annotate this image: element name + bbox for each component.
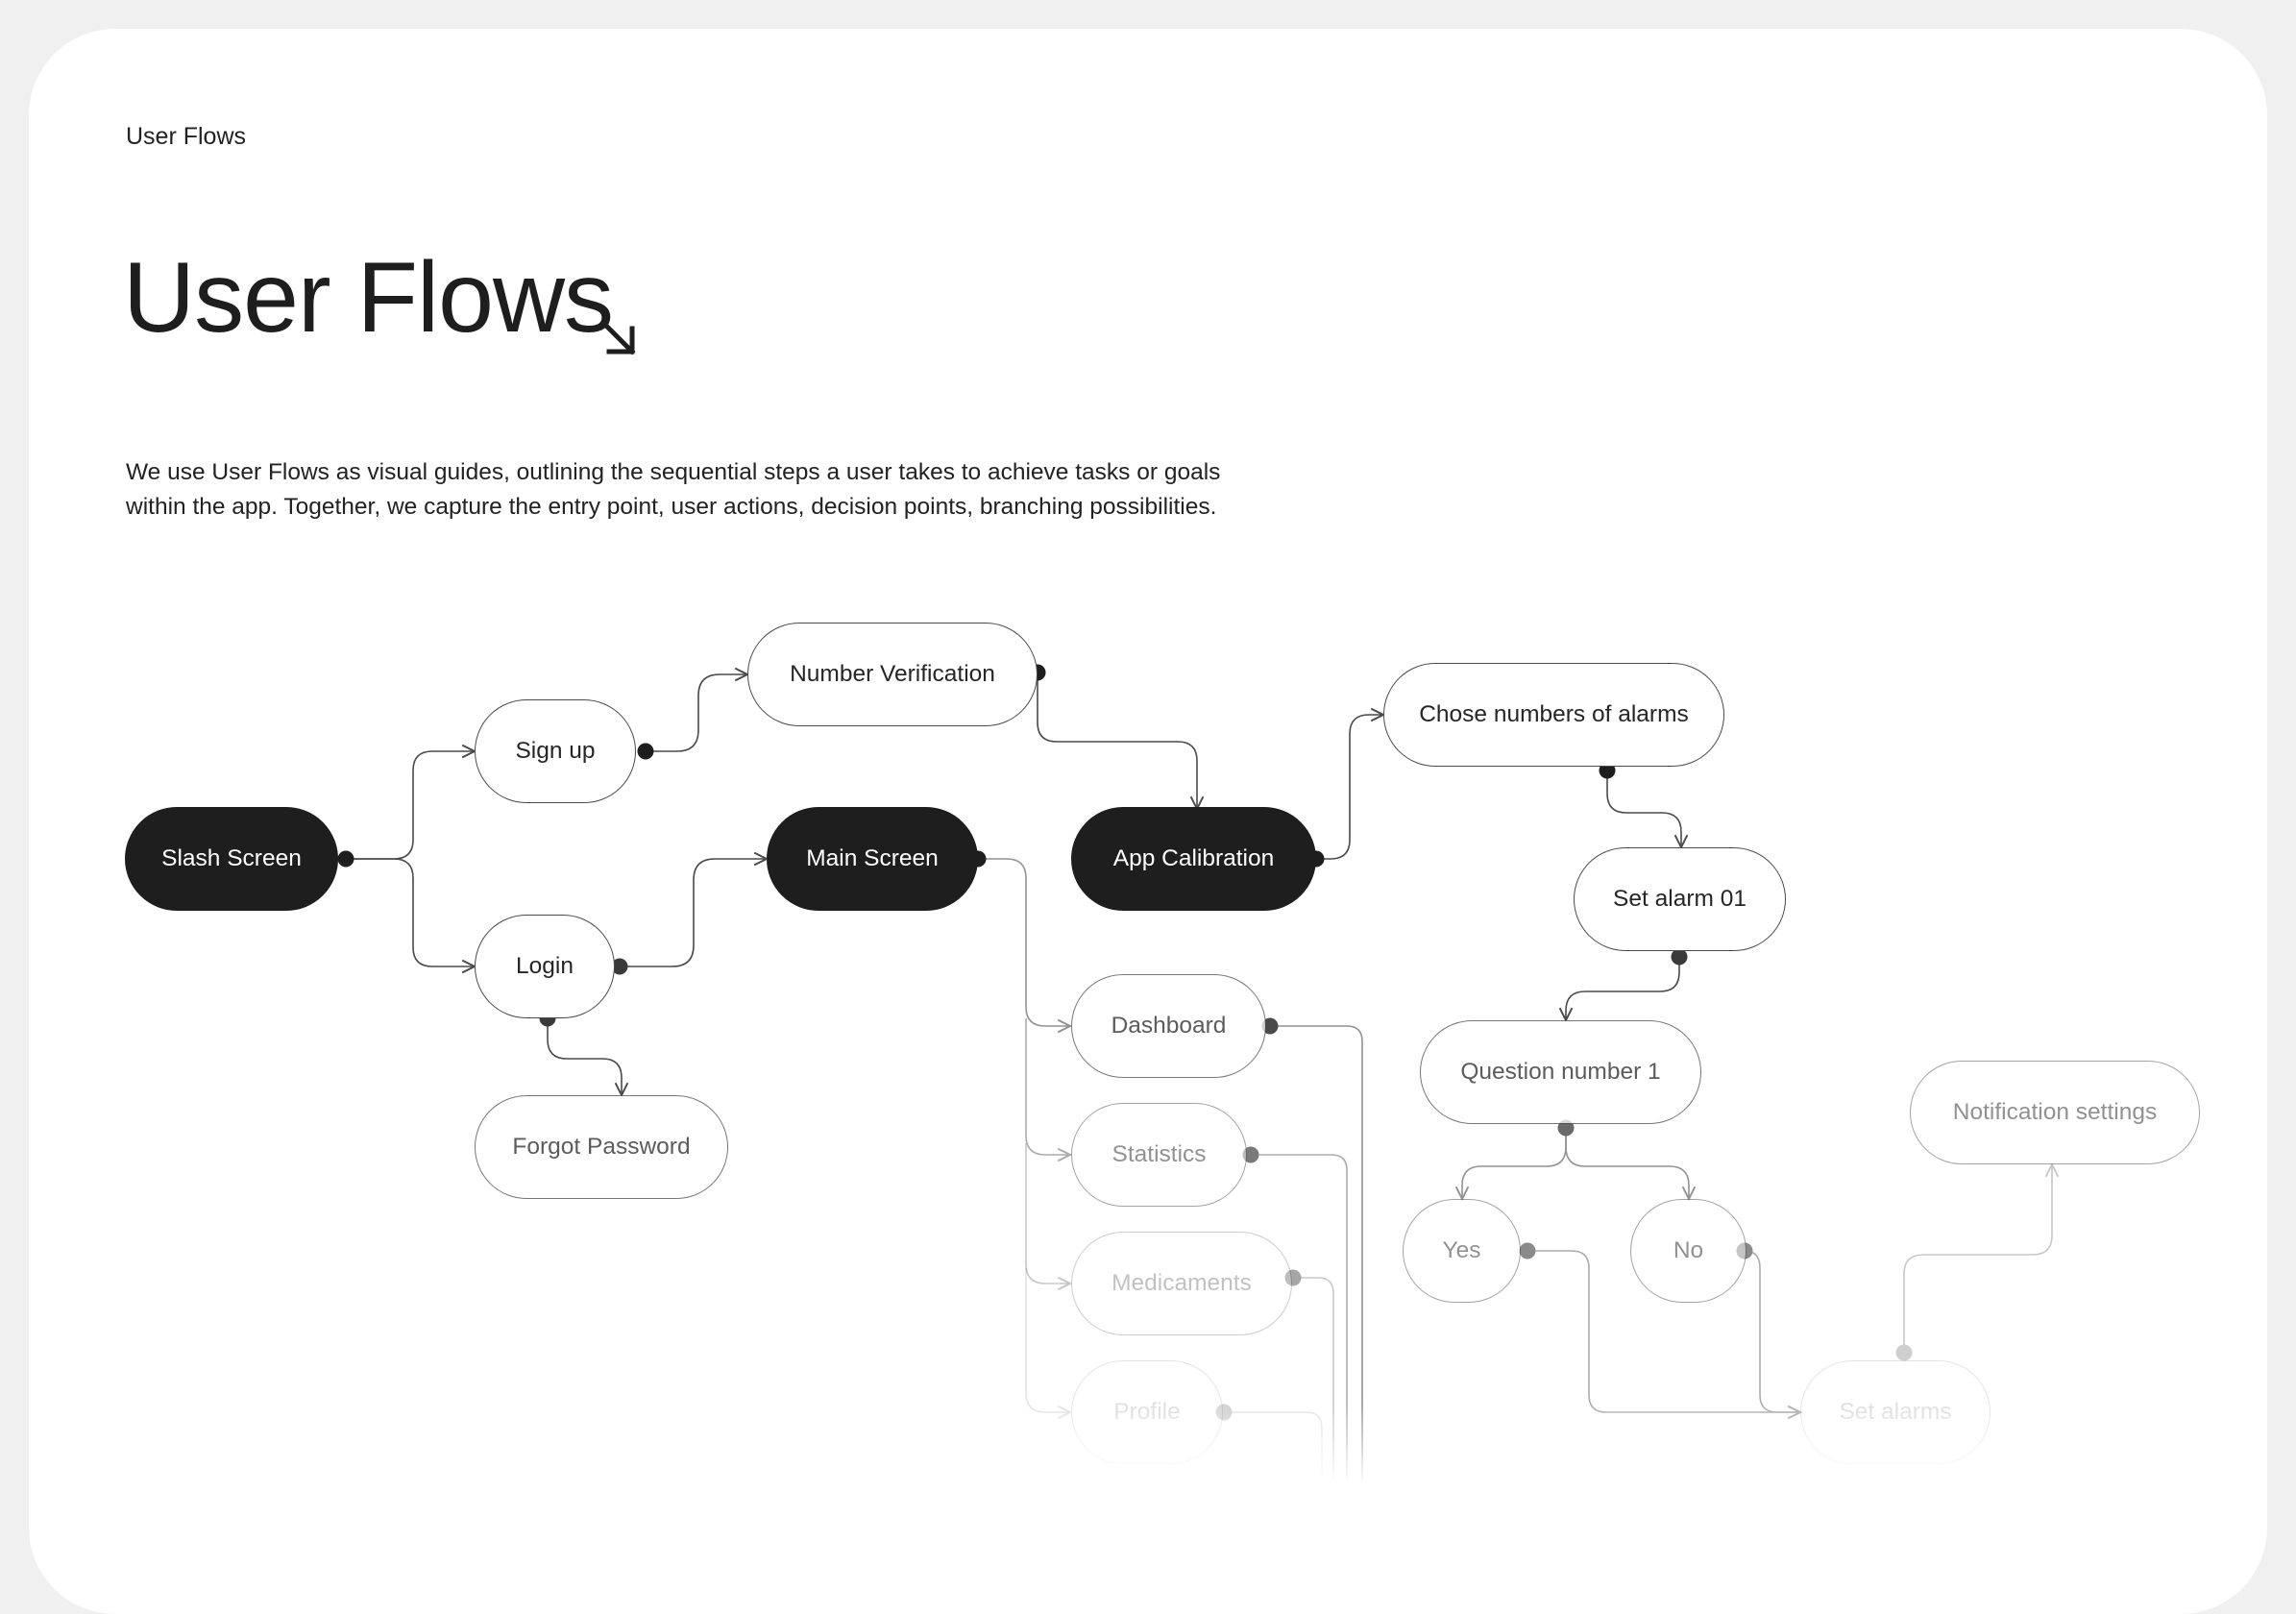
connector-slash-signup (346, 751, 475, 860)
page-description: We use User Flows as visual guides, outl… (126, 455, 1279, 525)
connector-login-forgot (547, 1018, 622, 1095)
connector-setalarm-question (1566, 957, 1680, 1020)
port-dot-signup (637, 743, 654, 760)
connector-login-main (620, 859, 767, 967)
connector-verification-calibration (1037, 672, 1197, 809)
description-line-2: within the app. Together, we capture the… (126, 494, 1217, 520)
connector-chose-setalarm (1606, 770, 1681, 847)
node-forgot-password[interactable]: Forgot Password (475, 1095, 728, 1199)
connector-main-dashboard (978, 858, 1070, 1026)
connector-dashboard-out (1270, 1025, 1363, 1499)
arrow-down-right-icon (599, 319, 636, 355)
port-dot-setalarms (1895, 1344, 1913, 1361)
node-statistics[interactable]: Statistics (1071, 1103, 1247, 1207)
node-sign-up[interactable]: Sign up (475, 699, 636, 803)
connector-question-no (1565, 1128, 1689, 1199)
port-dot-slash (337, 850, 354, 868)
node-dashboard[interactable]: Dashboard (1071, 974, 1266, 1078)
connector-setalarms-notification (1903, 1164, 2052, 1353)
node-app-calibration[interactable]: App Calibration (1071, 807, 1316, 911)
node-number-verification[interactable]: Number Verification (747, 623, 1038, 726)
node-medicaments[interactable]: Medicaments (1071, 1232, 1292, 1335)
node-no[interactable]: No (1630, 1199, 1746, 1303)
connector-signup-verification (646, 674, 747, 752)
node-chose-numbers-of-alarms[interactable]: Chose numbers of alarms (1383, 663, 1724, 767)
bottom-fade-overlay (961, 1403, 2113, 1499)
description-line-1: We use User Flows as visual guides, outl… (126, 459, 1221, 485)
connector-statistics-out (1251, 1154, 1348, 1499)
node-question-number-1[interactable]: Question number 1 (1420, 1020, 1701, 1124)
connector-no-setalarms (1744, 1250, 1800, 1413)
connector-main-statistics (1025, 1018, 1070, 1155)
node-slash-screen[interactable]: Slash Screen (125, 807, 338, 911)
port-dot-yes (1519, 1242, 1536, 1259)
connector-question-yes (1462, 1128, 1567, 1199)
breadcrumb: User Flows (126, 123, 247, 150)
connector-main-profile (1025, 1268, 1070, 1412)
connector-calibration-chose (1316, 715, 1383, 860)
port-dot-login-right (611, 958, 628, 975)
node-set-alarm-01[interactable]: Set alarm 01 (1574, 847, 1786, 951)
port-dot-setalarm (1671, 948, 1688, 966)
page-title: User Flows (123, 242, 614, 354)
connector-main-medicaments (1025, 1143, 1070, 1284)
connector-medicaments-out (1293, 1277, 1334, 1499)
node-login[interactable]: Login (475, 915, 615, 1018)
node-yes[interactable]: Yes (1403, 1199, 1521, 1303)
node-main-screen[interactable]: Main Screen (767, 807, 978, 911)
node-notification-settings[interactable]: Notification settings (1910, 1061, 2200, 1164)
connector-slash-login (346, 858, 475, 966)
